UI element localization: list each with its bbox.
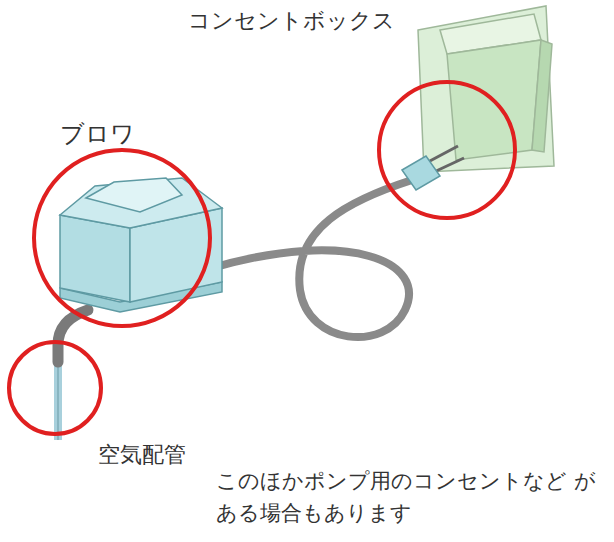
power-cord [212, 180, 412, 337]
power-plug [402, 146, 464, 190]
note-text: このほかポンプ用のコンセントなど がある場合もあります [216, 466, 610, 529]
outlet-box [418, 6, 554, 172]
part-label: コンセントボックス [188, 4, 395, 37]
air-pipe [58, 310, 88, 440]
blower [60, 178, 222, 312]
part-label: 空気配管 [98, 438, 186, 471]
highlight-circles [9, 82, 515, 434]
part-label: ブロワ [60, 116, 135, 152]
